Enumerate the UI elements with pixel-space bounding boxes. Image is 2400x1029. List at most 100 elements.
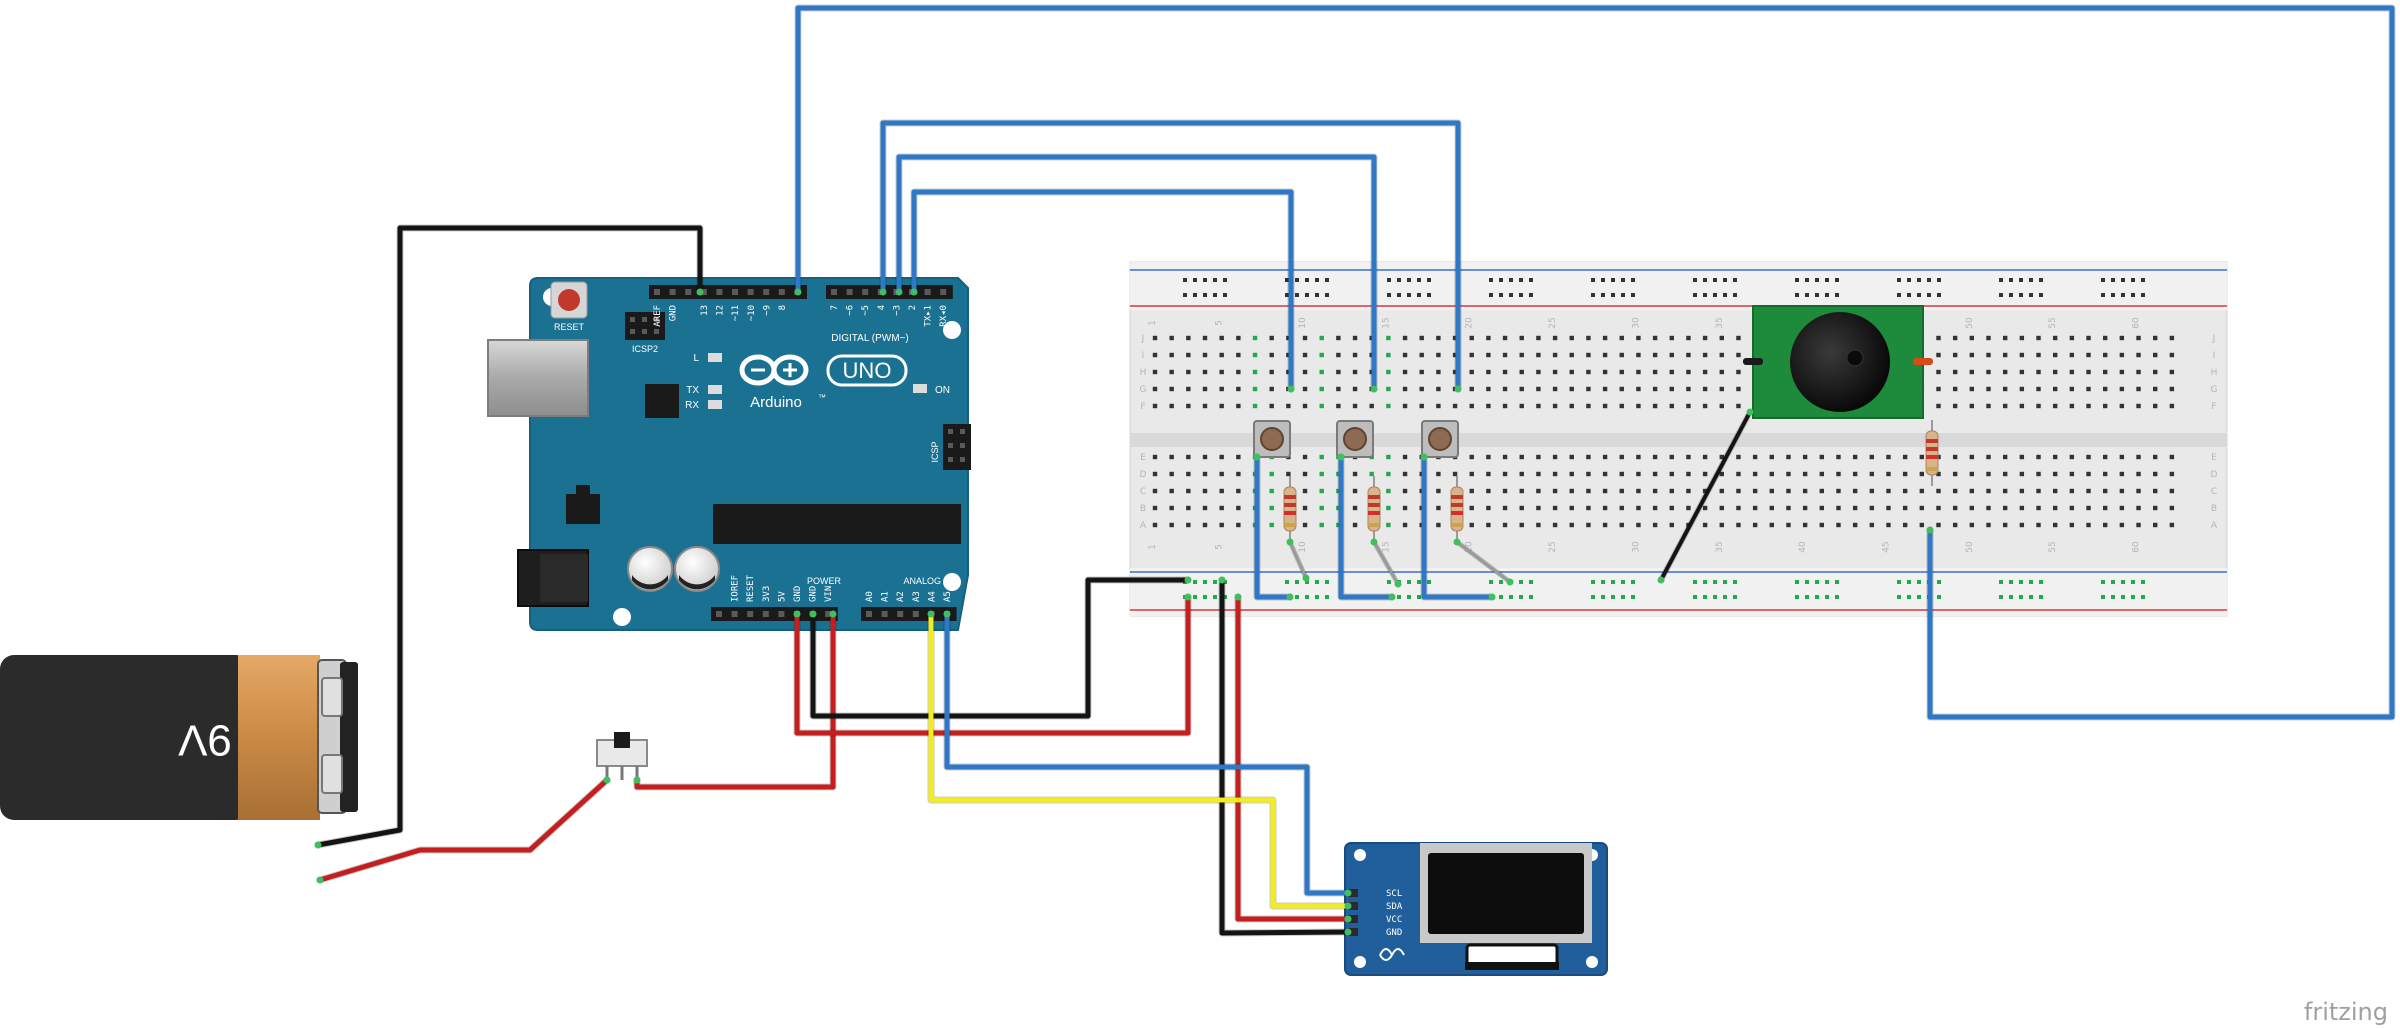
rail-hole	[1693, 293, 1697, 297]
breadboard-hole	[1169, 352, 1174, 358]
rail-hole	[1631, 580, 1635, 584]
rail-hole	[2121, 595, 2125, 599]
rail-hole	[2019, 595, 2023, 599]
breadboard-hole	[1486, 369, 1491, 375]
rail-hole	[1723, 293, 1727, 297]
breadboard-hole	[1152, 352, 1158, 358]
wire-pin4-button3	[880, 120, 1461, 392]
rail-hole	[1917, 595, 1921, 599]
regulator-tab	[576, 485, 590, 495]
breadboard-hole	[1952, 352, 1958, 358]
breadboard-hole	[1736, 454, 1741, 460]
rail-hole	[1815, 293, 1819, 297]
breadboard-hole	[1152, 454, 1158, 460]
breadboard-hole	[2036, 454, 2041, 460]
breadboard-hole	[1652, 488, 1658, 494]
breadboard-hole	[1352, 369, 1358, 375]
rail-hole	[1417, 595, 1421, 599]
slide-switch[interactable]	[596, 732, 648, 780]
breadboard-hole	[1636, 505, 1641, 511]
breadboard-hole	[1469, 522, 1474, 528]
digital-pin-label: 13	[700, 305, 710, 316]
rail-hole	[1907, 595, 1911, 599]
breadboard-hole	[2119, 522, 2125, 528]
breadboard-hole	[1519, 369, 1524, 375]
breadboard-hole	[1286, 335, 1291, 341]
breadboard-hole	[1836, 488, 1841, 494]
breadboard-hole	[1152, 471, 1158, 477]
breadboard-hole	[2169, 522, 2175, 528]
breadboard-hole	[1669, 335, 1674, 341]
rail-hole	[2141, 595, 2145, 599]
breadboard-hole	[2002, 522, 2008, 528]
breadboard-hole	[1319, 454, 1324, 460]
breadboard-hole	[1169, 522, 1174, 528]
breadboard-hole	[1802, 488, 1808, 494]
breadboard-hole	[2019, 386, 2025, 392]
breadboard-hole	[1719, 522, 1724, 528]
breadboard-hole	[1769, 522, 1774, 528]
breadboard-hole	[2153, 488, 2158, 494]
header-pin	[731, 611, 738, 617]
breadboard-hole	[1819, 522, 1824, 528]
breadboard-hole	[1469, 386, 1474, 392]
breadboard-hole	[1552, 505, 1558, 511]
breadboard-hole	[1719, 454, 1724, 460]
breadboard-hole	[1986, 386, 1991, 392]
usb-chip	[645, 384, 679, 418]
icsp-pin	[948, 429, 953, 434]
rail-hole	[1427, 293, 1431, 297]
breadboard-hole	[1869, 471, 1875, 477]
rail-hole	[1203, 580, 1207, 584]
wire-pin2-button1	[911, 189, 1294, 392]
breadboard-hole	[1569, 386, 1574, 392]
breadboard-row-letter: A	[2211, 521, 2218, 531]
breadboard-hole	[1586, 369, 1591, 375]
breadboard-hole	[2136, 335, 2141, 341]
mount-hole	[613, 608, 631, 626]
breadboard-hole	[2019, 488, 2025, 494]
breadboard-hole	[1386, 454, 1391, 460]
rail-hole	[2141, 278, 2145, 282]
breadboard-hole	[1469, 403, 1474, 409]
rail-hole	[1937, 293, 1941, 297]
breadboard-column-number: 35	[1715, 317, 1725, 328]
rail-hole	[1733, 293, 1737, 297]
breadboard-hole	[1502, 454, 1508, 460]
breadboard-hole	[1552, 403, 1558, 409]
breadboard-hole	[2086, 386, 2091, 392]
breadboard-hole	[2036, 471, 2041, 477]
breadboard-hole	[1986, 369, 1991, 375]
breadboard-hole	[2119, 335, 2125, 341]
rail-hole	[1805, 580, 1809, 584]
breadboard-hole	[2136, 505, 2141, 511]
rail-hole	[1325, 293, 1329, 297]
breadboard-column-number: 10	[1298, 541, 1308, 553]
icsp-pin	[960, 457, 965, 462]
breadboard-hole	[1202, 454, 1208, 460]
breadboard-hole	[1969, 369, 1975, 375]
rail-hole	[2131, 595, 2135, 599]
breadboard-hole	[2153, 471, 2158, 477]
breadboard-hole	[1386, 471, 1391, 477]
header-pin	[732, 289, 738, 295]
wire-endpoint	[1926, 526, 1934, 534]
rail-hole	[1621, 595, 1625, 599]
breadboard-hole	[2102, 505, 2108, 511]
breadboard-hole	[1736, 488, 1741, 494]
push-button-cap	[1260, 427, 1284, 451]
capacitor-1	[627, 546, 673, 592]
breadboard-hole	[2136, 471, 2141, 477]
rail-hole	[1223, 278, 1227, 282]
rail-hole	[1703, 293, 1707, 297]
rail-hole	[1387, 278, 1391, 282]
breadboard-hole	[1669, 386, 1674, 392]
breadboard-hole	[1936, 369, 1941, 375]
breadboard-hole	[2086, 335, 2091, 341]
breadboard-hole	[1486, 386, 1491, 392]
switch-slider[interactable]	[614, 732, 630, 748]
breadboard-hole	[2036, 386, 2041, 392]
wire-endpoint	[809, 610, 817, 618]
breadboard-hole	[1236, 352, 1241, 358]
